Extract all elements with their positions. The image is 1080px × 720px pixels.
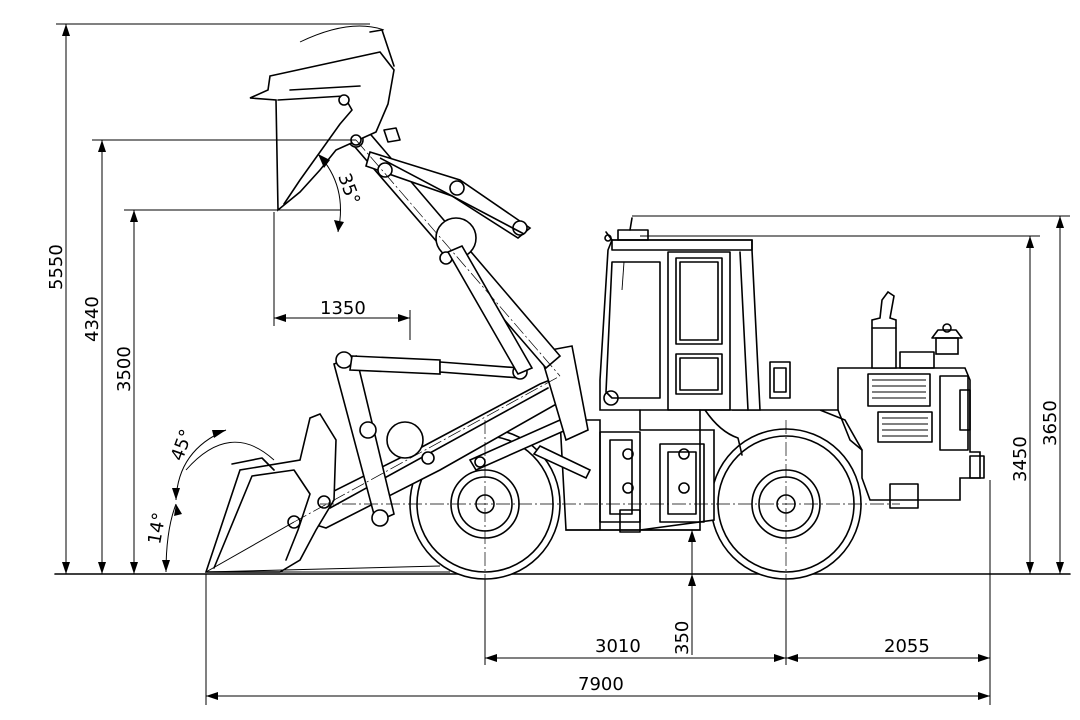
dim-ground-clearance-line [660,529,700,655]
dim-max-height-line [56,23,370,574]
ground-angle-label: 14° [144,511,170,546]
rear-overhang-label: 2055 [884,636,930,657]
dim-pin-height-line [92,139,356,574]
ground-angle-arc [162,503,182,573]
front-frame [559,419,715,533]
ground-ref [205,565,441,573]
dump-angle-label: 35° [333,171,364,208]
wheelbase-label: 3010 [595,636,641,657]
dump-reach-label: 1350 [320,298,366,319]
dim-wheelbase-line [484,580,787,665]
max-height-label: 5550 [46,244,67,290]
operator-cab [599,217,791,431]
dim-dump-reach-line [273,212,411,340]
pin-height-label: 4340 [82,296,103,342]
ground-clearance-label: 350 [672,621,693,655]
dump-height-label: 3500 [114,346,135,392]
overall-height-label: 3650 [1040,400,1061,446]
bucket-raised [249,25,395,212]
overall-length-label: 7900 [578,674,624,695]
bucket-lowered [185,413,337,573]
rollback-angle-arc [172,429,227,501]
arm-centerline-lowered [293,375,561,523]
air-intake [931,323,963,355]
dim-overall-length-line [205,574,990,705]
dim-rear-overhang-line [786,480,991,705]
dim-cab-height-line [640,235,1040,574]
dim-overall-height-line [632,215,1070,574]
arm-centerline-raised [355,139,561,377]
dump-angle-arc [317,153,344,233]
loader-arm-lowered [298,345,592,529]
rollback-angle-label: 45° [167,427,198,464]
exhaust-pipe [871,290,897,369]
cab-height-label: 3450 [1010,436,1031,482]
dim-dump-height-line [124,209,340,574]
bucket-floor-ref [205,521,295,573]
loader-arm-raised [340,120,562,376]
engine-hood [704,351,985,509]
